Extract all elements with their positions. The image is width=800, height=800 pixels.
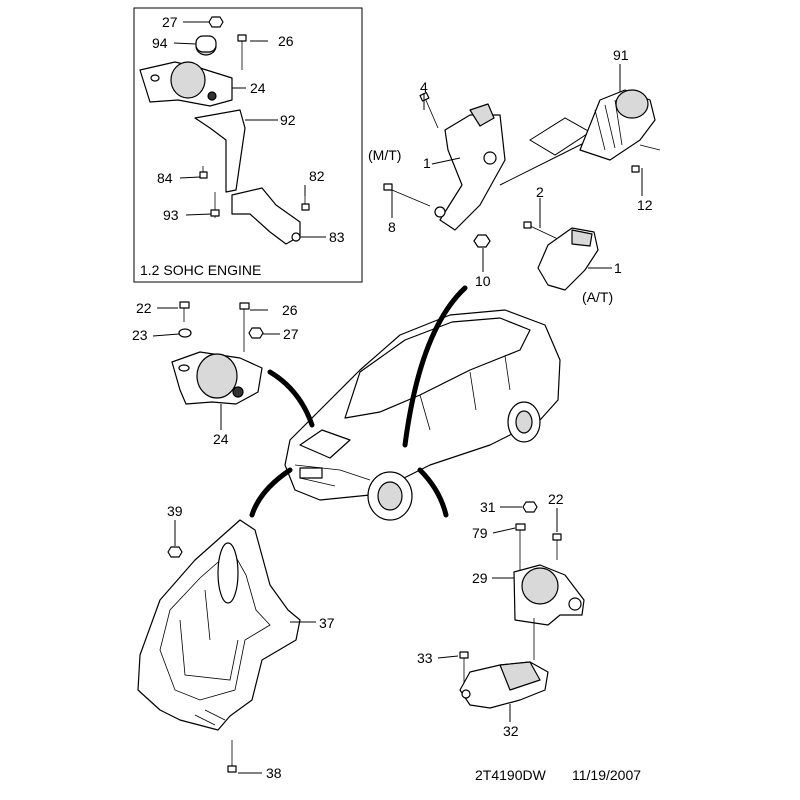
- callout-right-79: 79: [472, 525, 488, 541]
- callout-right-29: 29: [472, 570, 488, 586]
- callout-left-23: 23: [132, 327, 148, 343]
- callout-2: 2: [536, 184, 544, 200]
- right-mount-group: [459, 501, 585, 709]
- callout-inset-94: 94: [152, 35, 168, 51]
- left-mount-leaders: [152, 307, 280, 430]
- shield-leaders: [174, 520, 316, 774]
- pointer-arc-right-mount: [417, 467, 449, 518]
- car-body: [284, 309, 561, 521]
- callout-left-22: 22: [136, 300, 152, 316]
- callout-91: 91: [613, 47, 629, 63]
- callout-inset-27: 27: [162, 14, 178, 30]
- pointer-arc-left-mount: [267, 369, 315, 428]
- pointer-arc-shield: [249, 467, 293, 518]
- callout-38: 38: [266, 765, 282, 781]
- callout-12: 12: [637, 197, 653, 213]
- inset-title: 1.2 SOHC ENGINE: [140, 262, 261, 278]
- callout-8: 8: [388, 219, 396, 235]
- callout-inset-26: 26: [278, 33, 294, 49]
- callout-10: 10: [475, 273, 491, 289]
- callout-right-32: 32: [503, 723, 519, 739]
- callout-left-24: 24: [213, 431, 229, 447]
- inset-frame: [133, 7, 363, 283]
- callout-inset-84: 84: [157, 170, 173, 186]
- callout-inset-82: 82: [309, 168, 325, 184]
- inset-mount-assembly: [139, 16, 310, 245]
- callout-right-33: 33: [417, 650, 433, 666]
- pointer-arc-transmission: [402, 285, 468, 448]
- drawing-date: 11/19/2007: [572, 767, 641, 783]
- drawing-id: 2T4190DW: [475, 767, 547, 783]
- transmission-leaders: [391, 64, 643, 272]
- callout-right-22: 22: [548, 491, 564, 507]
- right-mount-leaders: [437, 506, 558, 722]
- callout-right-31: 31: [480, 499, 496, 515]
- callout-1-at: 1: [614, 260, 622, 276]
- callout-inset-93: 93: [163, 207, 179, 223]
- callout-1-mt: 1: [423, 155, 431, 171]
- callout-4: 4: [420, 79, 428, 95]
- callout-inset-92: 92: [280, 112, 296, 128]
- inset-leaders: [173, 21, 326, 238]
- callout-mt: (M/T): [368, 147, 401, 163]
- callout-inset-83: 83: [329, 229, 345, 245]
- callout-left-26: 26: [282, 302, 298, 318]
- callout-inset-24: 24: [250, 80, 266, 96]
- engine-under-shield: [137, 519, 301, 773]
- callout-37: 37: [319, 615, 335, 631]
- left-mount-group: [171, 301, 264, 405]
- callout-39: 39: [167, 503, 183, 519]
- callout-left-27: 27: [283, 326, 299, 342]
- callout-at: (A/T): [582, 289, 613, 305]
- transmission-mount-group: [383, 89, 661, 291]
